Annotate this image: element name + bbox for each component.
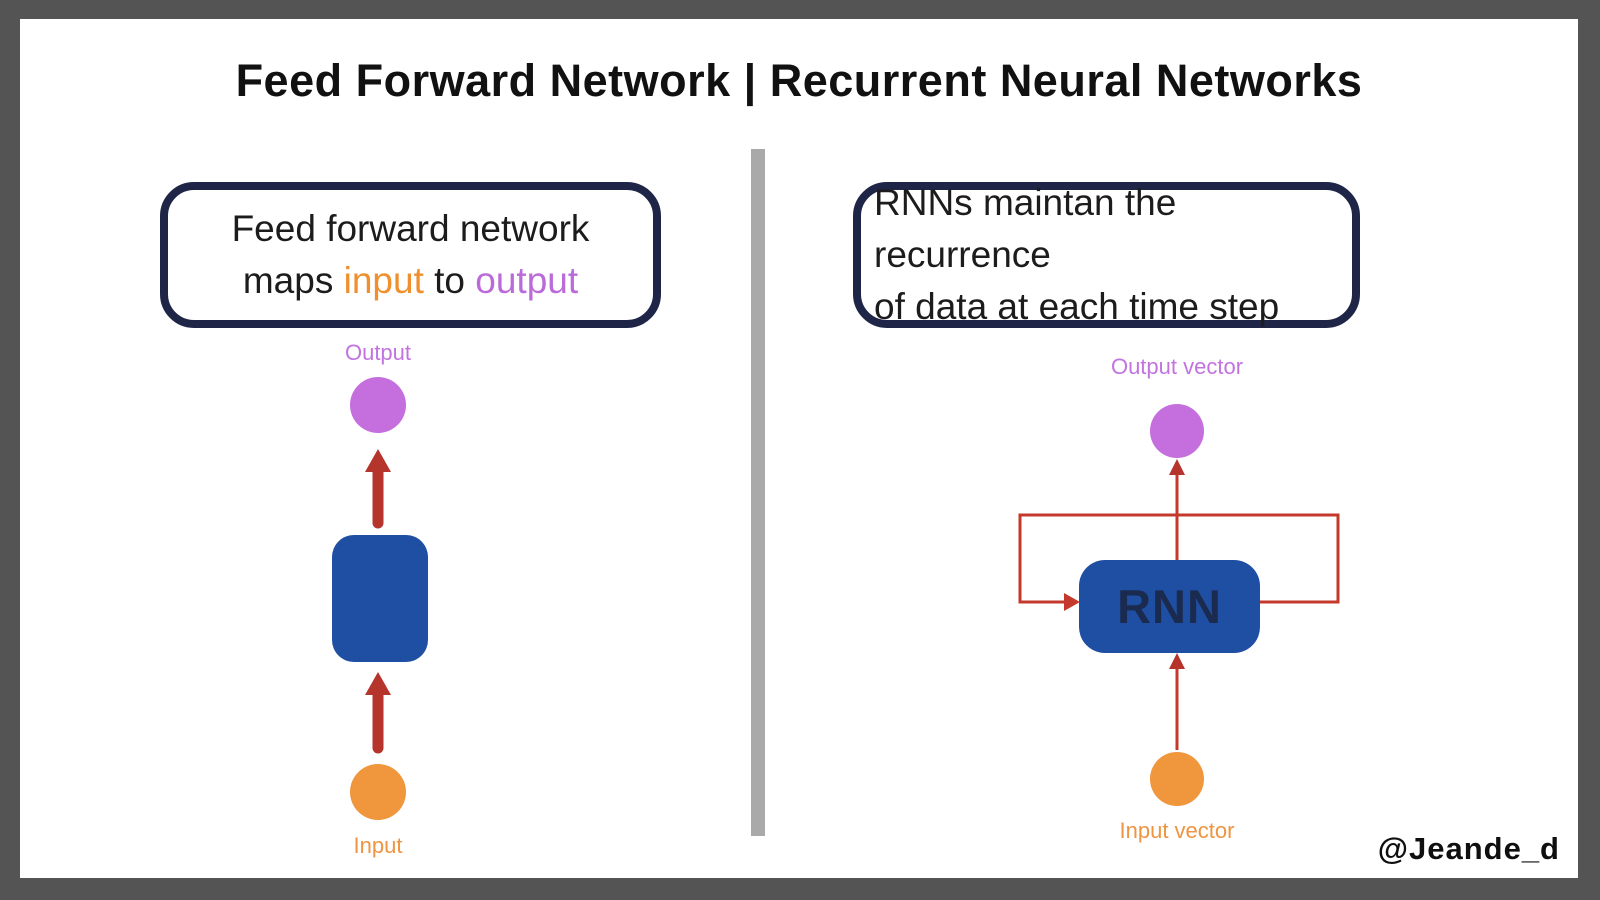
ffn-arrow-input-to-hidden-head — [365, 672, 391, 695]
rnn-output-label: Output vector — [1110, 354, 1244, 379]
rnn-node-label: RNN — [1117, 580, 1222, 633]
ffn-input-node — [350, 764, 406, 820]
ffn-line2-mid: to — [423, 260, 476, 301]
rnn-input-node — [1150, 752, 1204, 806]
ffn-input-word: input — [343, 260, 424, 301]
ffn-description-line1: Feed forward network — [231, 208, 590, 249]
page-title: Feed Forward Network | Recurrent Neural … — [235, 55, 1363, 106]
connector-layer — [365, 449, 1340, 754]
rnn-output-node — [1150, 404, 1204, 458]
ffn-description-box: Feed forward network maps input to outpu… — [160, 182, 661, 328]
rnn-description-line1: RNNs maintan the recurrence — [874, 182, 1177, 275]
rnn-node: RNN — [1079, 560, 1260, 653]
rnn-input-label: Input vector — [1119, 818, 1235, 843]
ffn-arrow-hidden-to-output-head — [365, 449, 391, 472]
rnn-description-line2: of data at each time step — [874, 286, 1280, 327]
ffn-hidden-node — [332, 535, 428, 662]
ffn-input-label: Input — [353, 833, 403, 858]
ffn-output-label: Output — [344, 340, 412, 365]
vertical-divider — [751, 149, 765, 836]
ffn-output-node — [350, 377, 406, 433]
rnn-arrow-input-to-node-head — [1169, 653, 1185, 669]
author-watermark: @Jeande_d — [1377, 831, 1560, 866]
poster-canvas: Feed Forward Network | Recurrent Neural … — [20, 19, 1578, 878]
rnn-arrow-node-to-output-head — [1169, 459, 1185, 475]
rnn-recurrence-loop-head — [1064, 593, 1080, 611]
rnn-description-box: RNNs maintan the recurrence of data at e… — [853, 182, 1360, 328]
ffn-output-word: output — [475, 260, 579, 301]
ffn-description-line2: maps input to output — [243, 255, 578, 307]
ffn-line2-prefix: maps — [242, 260, 344, 301]
